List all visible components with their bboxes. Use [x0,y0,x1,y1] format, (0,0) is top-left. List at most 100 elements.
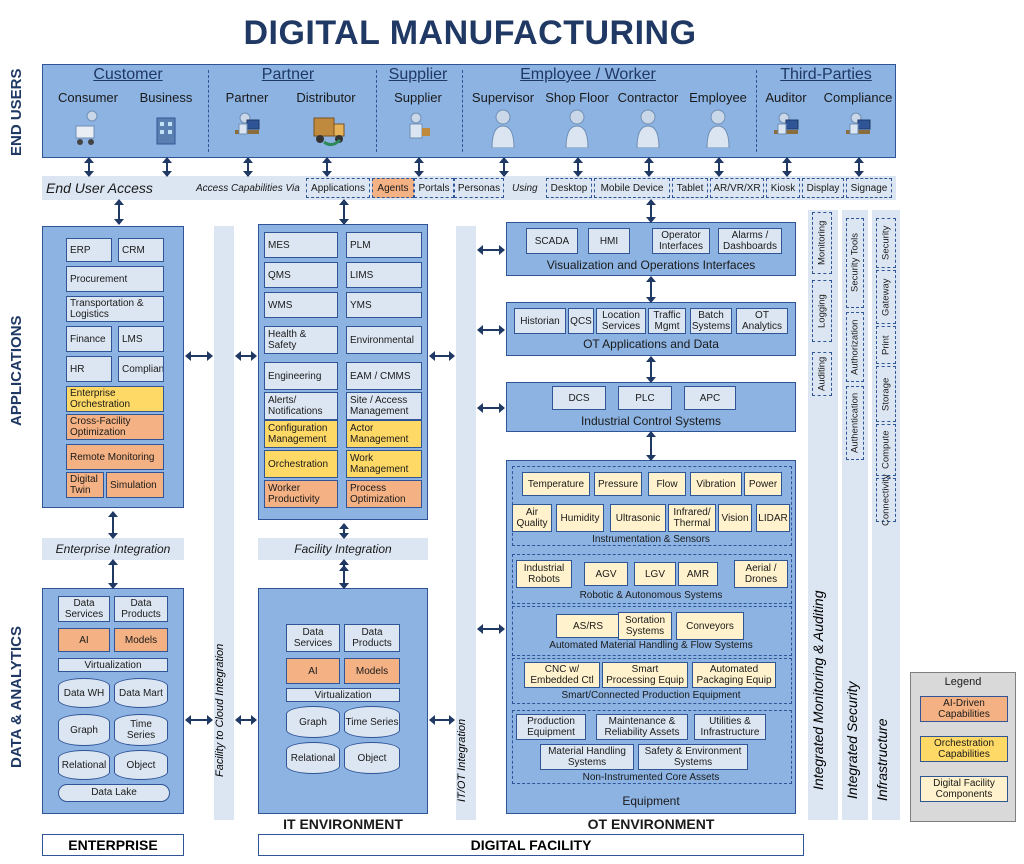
enterprise-app-1[interactable]: CRM [118,238,164,262]
ot-production-2[interactable]: Automated Packaging Equip [692,662,776,688]
ot-instrumentation-0[interactable]: Temperature [522,472,590,496]
it-app-11[interactable]: Site / Access Management [346,392,422,420]
it-app-17[interactable]: Process Optimization [346,480,422,508]
ot-core-2[interactable]: Utilities & Infrastructure [694,714,766,740]
enterprise-app-6[interactable]: HR [66,356,112,382]
enterprise-data-5[interactable]: Data WH [58,678,110,708]
it-app-1[interactable]: PLM [346,232,422,258]
ot-core-4[interactable]: Safety & Environment Systems [638,744,748,770]
ot-visualization-1[interactable]: HMI [588,228,630,254]
access-device-5[interactable]: Display [802,178,844,198]
it-data-7[interactable]: Relational [286,742,340,774]
it-data-0[interactable]: Data Services [286,624,340,652]
ot-applications-0[interactable]: Historian [514,308,566,334]
ot-instrumentation-6[interactable]: Humidity [556,504,604,532]
access-device-2[interactable]: Tablet [672,178,708,198]
ot-instrumentation-10[interactable]: LIDAR [756,504,790,532]
ot-instrumentation-8[interactable]: Infrared/ Thermal [668,504,716,532]
ot-core-3[interactable]: Material Handling Systems [540,744,634,770]
enterprise-app-4[interactable]: Finance [66,326,112,352]
it-app-3[interactable]: LIMS [346,262,422,288]
enterprise-app-11[interactable]: Digital Twin [66,472,104,498]
ot-applications-2[interactable]: Location Services [596,308,646,334]
enterprise-app-7[interactable]: Compliance [118,356,164,382]
ot-production-0[interactable]: CNC w/ Embedded Ctl [524,662,600,688]
ot-applications-4[interactable]: Batch Systems [690,308,732,334]
ot-instrumentation-5[interactable]: Air Quality [512,504,552,532]
it-data-1[interactable]: Data Products [344,624,400,652]
access-device-6[interactable]: Signage [846,178,892,198]
enterprise-app-10[interactable]: Remote Monitoring [66,444,164,470]
ot-robotic-1[interactable]: AGV [584,562,628,586]
it-app-2[interactable]: QMS [264,262,338,288]
ot-control-0[interactable]: DCS [552,386,606,410]
it-app-6[interactable]: Health & Safety [264,326,338,354]
ot-visualization-0[interactable]: SCADA [526,228,578,254]
enterprise-app-9[interactable]: Cross-Facility Optimization [66,414,164,440]
it-data-3[interactable]: Models [344,658,400,684]
enterprise-app-8[interactable]: Enterprise Orchestration [66,386,164,412]
it-data-4[interactable]: Virtualization [286,688,400,702]
it-app-14[interactable]: Orchestration [264,450,338,478]
it-data-2[interactable]: AI [286,658,340,684]
enterprise-app-5[interactable]: LMS [118,326,164,352]
ot-material-1[interactable]: Sortation Systems [618,612,672,640]
ot-visualization-2[interactable]: Operator Interfaces [652,228,710,254]
enterprise-data-8[interactable]: Time Series [114,714,168,746]
ot-instrumentation-4[interactable]: Power [744,472,782,496]
access-channel-2[interactable]: Portals [414,178,454,198]
access-channel-0[interactable]: Applications [306,178,370,198]
it-app-8[interactable]: Engineering [264,362,338,390]
it-data-8[interactable]: Object [344,742,400,774]
access-channel-3[interactable]: Personas [454,178,504,198]
access-device-0[interactable]: Desktop [546,178,592,198]
it-app-12[interactable]: Configuration Management [264,420,338,448]
access-device-1[interactable]: Mobile Device [594,178,670,198]
it-app-7[interactable]: Environmental [346,326,422,354]
enterprise-data-0[interactable]: Data Services [58,596,110,622]
ot-material-0[interactable]: AS/RS [556,614,620,638]
ot-material-2[interactable]: Conveyors [676,612,744,640]
ot-applications-5[interactable]: OT Analytics [736,308,788,334]
ot-instrumentation-3[interactable]: Vibration [690,472,742,496]
ot-control-1[interactable]: PLC [618,386,672,410]
enterprise-app-12[interactable]: Simulation [106,472,164,498]
ot-robotic-4[interactable]: Aerial / Drones [734,560,788,588]
enterprise-data-3[interactable]: Models [114,628,168,652]
enterprise-data-6[interactable]: Data Mart [114,678,168,708]
ot-core-1[interactable]: Maintenance & Reliability Assets [596,714,688,740]
it-app-16[interactable]: Worker Productivity [264,480,338,508]
access-channel-1[interactable]: Agents [372,178,414,198]
ot-control-2[interactable]: APC [684,386,736,410]
enterprise-app-0[interactable]: ERP [66,238,112,262]
access-device-4[interactable]: Kiosk [766,178,800,198]
enterprise-data-10[interactable]: Object [114,750,168,780]
ot-applications-1[interactable]: QCS [568,308,594,334]
it-app-5[interactable]: YMS [346,292,422,318]
it-app-0[interactable]: MES [264,232,338,258]
ot-robotic-3[interactable]: AMR [678,562,718,586]
it-data-5[interactable]: Graph [286,706,340,738]
enterprise-data-2[interactable]: AI [58,628,110,652]
it-app-13[interactable]: Actor Management [346,420,422,448]
enterprise-data-7[interactable]: Graph [58,714,110,746]
enterprise-data-9[interactable]: Relational [58,750,110,780]
it-app-10[interactable]: Alerts/ Notifications [264,392,338,420]
it-data-6[interactable]: Time Series [344,706,400,738]
ot-instrumentation-9[interactable]: Vision [718,504,752,532]
ot-robotic-2[interactable]: LGV [634,562,676,586]
ot-applications-3[interactable]: Traffic Mgmt [648,308,686,334]
ot-production-1[interactable]: Smart Processing Equip [602,662,688,688]
ot-visualization-3[interactable]: Alarms / Dashboards [718,228,782,254]
access-device-3[interactable]: AR/VR/XR [710,178,764,198]
ot-robotic-0[interactable]: Industrial Robots [516,560,572,588]
ot-core-0[interactable]: Production Equipment [516,714,586,740]
it-app-4[interactable]: WMS [264,292,338,318]
enterprise-app-3[interactable]: Transportation & Logistics [66,296,164,322]
ot-instrumentation-2[interactable]: Flow [648,472,686,496]
enterprise-data-1[interactable]: Data Products [114,596,168,622]
enterprise-data-4[interactable]: Virtualization [58,658,168,672]
it-app-9[interactable]: EAM / CMMS [346,362,422,390]
it-app-15[interactable]: Work Management [346,450,422,478]
enterprise-app-2[interactable]: Procurement [66,266,164,292]
